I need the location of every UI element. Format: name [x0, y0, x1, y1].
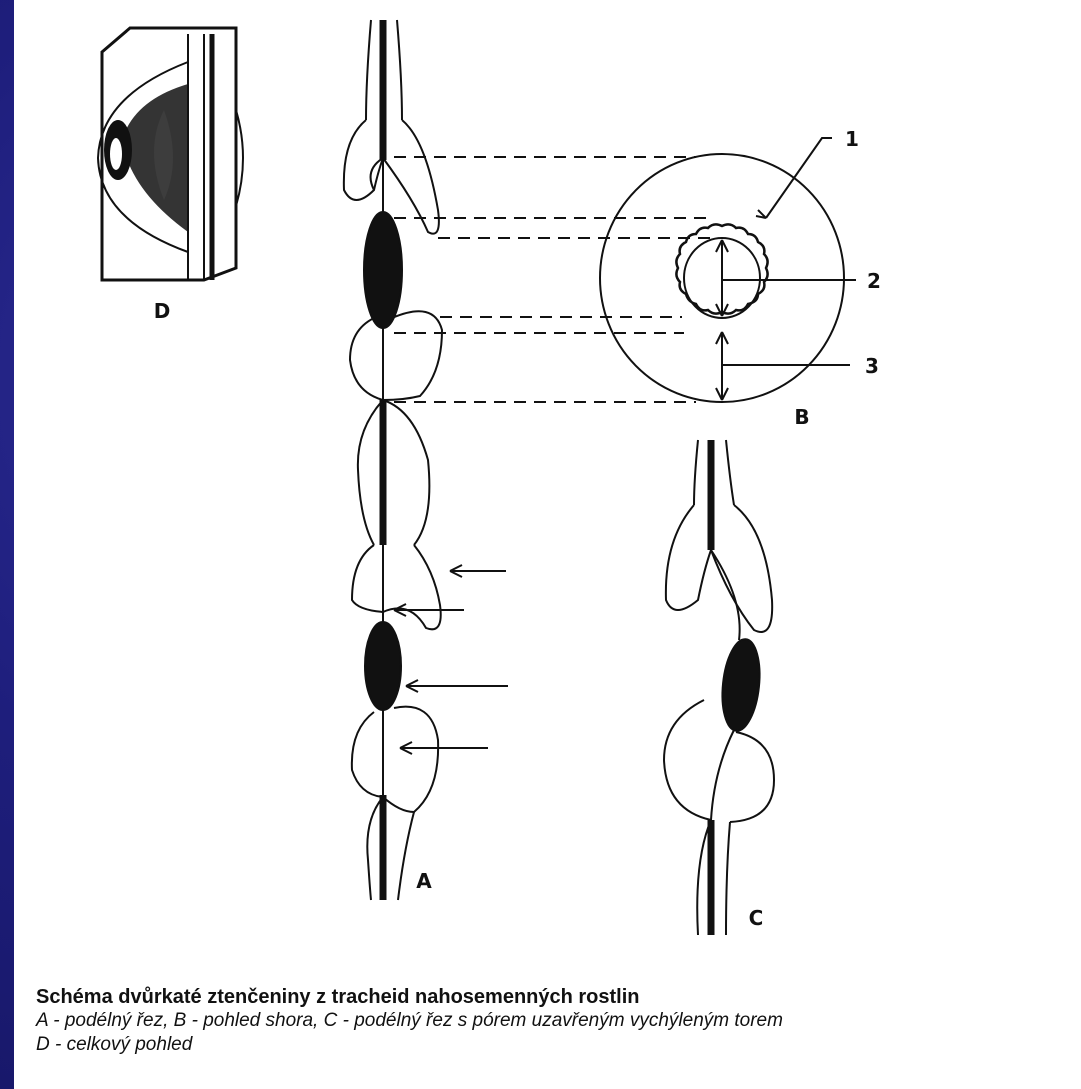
caption-line-2: D - celkový pohled [36, 1033, 1081, 1057]
label-c: C [749, 906, 764, 930]
caption-line-1: A - podélný řez, B - pohled shora, C - p… [36, 1009, 1081, 1033]
view-c-aspirated [664, 440, 774, 935]
label-a: A [416, 869, 432, 893]
caption-title: Schéma dvůrkaté ztenčeniny z tracheid na… [36, 985, 1081, 1009]
view-b-top [600, 138, 856, 402]
label-3: 3 [865, 354, 879, 378]
label-d: D [154, 299, 171, 323]
view-d-overall [98, 28, 243, 280]
label-1: 1 [845, 127, 859, 151]
diagram-paper: D [14, 0, 1081, 1089]
bordered-pit-diagram: D [14, 0, 1081, 960]
view-a-longitudinal [344, 20, 508, 900]
label-b: B [794, 405, 809, 429]
projection-lines [394, 157, 714, 402]
figure-caption: Schéma dvůrkaté ztenčeniny z tracheid na… [36, 985, 1081, 1057]
label-2: 2 [867, 269, 881, 293]
